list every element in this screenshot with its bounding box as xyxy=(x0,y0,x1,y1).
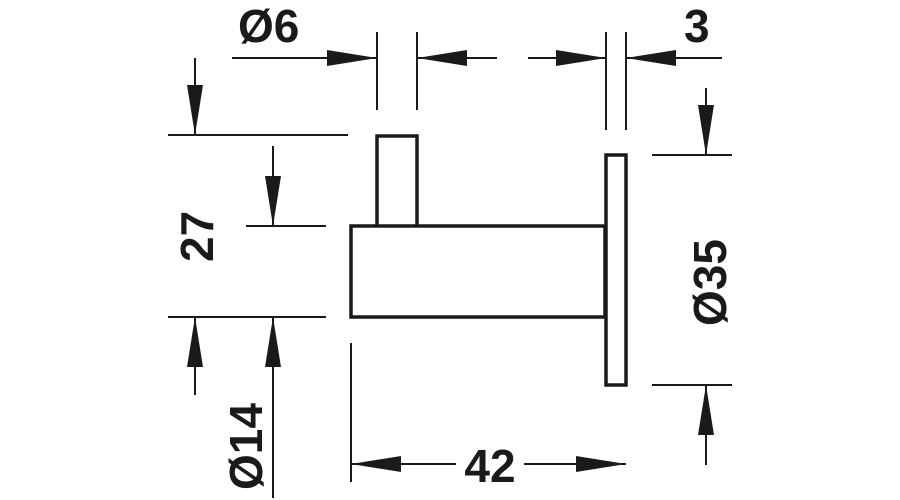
dimension-label-plate-diameter: Ø35 xyxy=(684,239,736,326)
arrowhead xyxy=(556,50,606,66)
arrowhead xyxy=(626,50,676,66)
arrowhead xyxy=(417,50,467,66)
dimension-height-to-pin: 27 xyxy=(168,58,348,395)
dimension-plate-thickness: 3 xyxy=(528,0,722,130)
dimension-label-body-diameter: Ø14 xyxy=(220,403,272,490)
pin xyxy=(375,134,419,230)
arrowhead xyxy=(265,317,281,367)
dimension-pin-diameter: Ø6 xyxy=(232,0,497,110)
arrowhead xyxy=(698,385,714,435)
hook-part-outline xyxy=(349,134,628,387)
dimension-label-pin-diameter: Ø6 xyxy=(238,0,299,52)
wall-plate xyxy=(604,153,628,387)
arrowhead xyxy=(327,50,377,66)
dimension-plate-diameter: Ø35 xyxy=(652,88,736,465)
arrowhead xyxy=(187,317,203,367)
body xyxy=(349,224,607,319)
arrowhead xyxy=(265,176,281,226)
dimension-body-diameter: Ø14 xyxy=(220,146,281,498)
arrowhead xyxy=(351,456,401,472)
arrowhead xyxy=(187,85,203,135)
arrowhead xyxy=(698,105,714,155)
arrowhead xyxy=(576,456,626,472)
dimension-label-height-to-pin: 27 xyxy=(171,211,223,262)
dimension-label-projection-length: 42 xyxy=(464,440,515,492)
dimension-label-plate-thickness: 3 xyxy=(684,0,710,52)
dimension-projection-length: 42 xyxy=(350,343,626,492)
